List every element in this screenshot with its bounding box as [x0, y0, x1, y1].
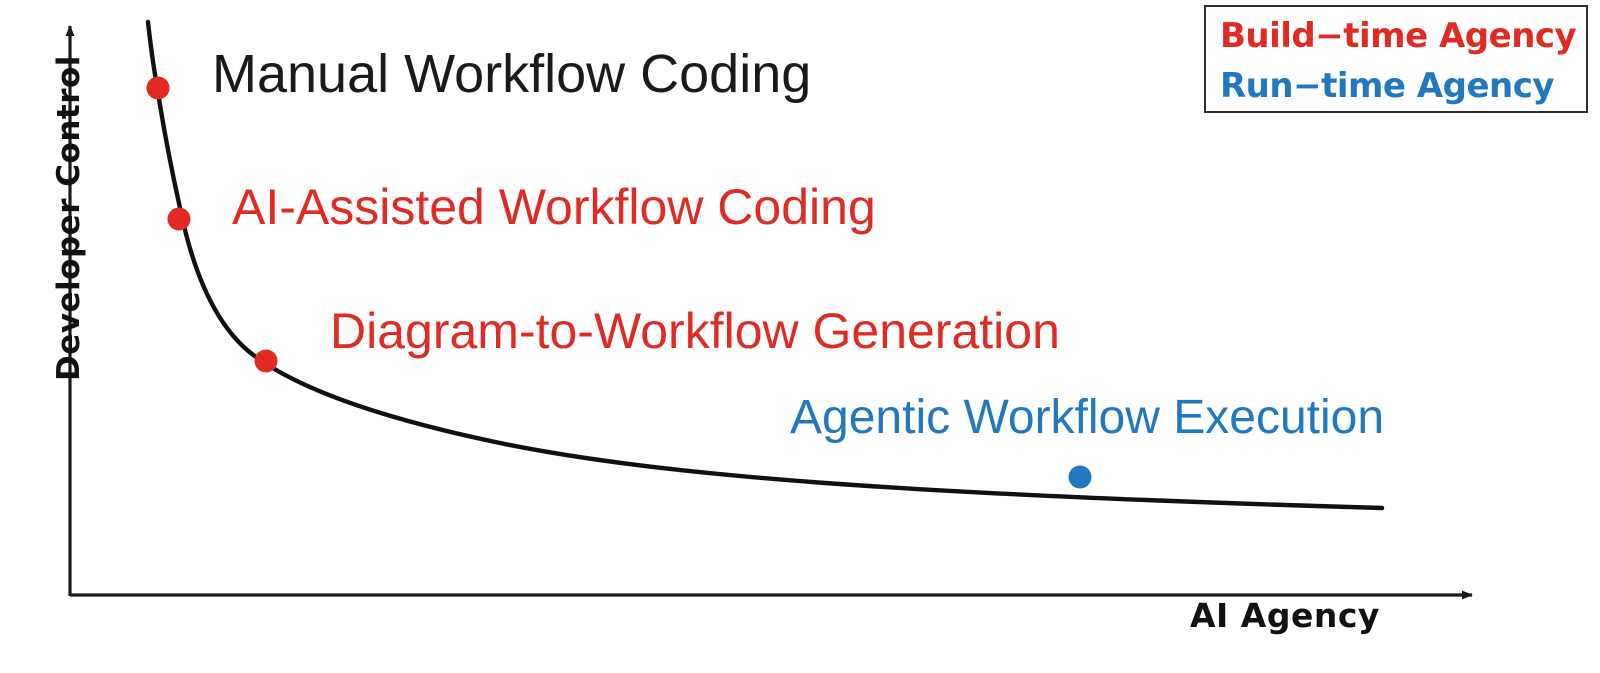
data-point-marker-agentic-workflow-execution[interactable] [1068, 465, 1092, 489]
chart-legend: Build−time Agency Run−time Agency [1204, 5, 1588, 113]
data-point-label-agentic-workflow-execution: Agentic Workflow Execution [790, 391, 1385, 444]
data-point-label-manual-workflow-coding: Manual Workflow Coding [212, 44, 812, 104]
legend-entry-run-time-agency: Run−time Agency [1220, 66, 1555, 106]
y-axis-title: Developer Control [51, 55, 87, 381]
data-point-marker-diagram-to-workflow-generation[interactable] [254, 349, 278, 373]
data-point-label-diagram-to-workflow-generation: Diagram-to-Workflow Generation [330, 303, 1060, 359]
data-point-marker-manual-workflow-coding[interactable] [146, 76, 170, 100]
tradeoff-curve [145, 19, 1385, 511]
legend-entry-build-time-agency: Build−time Agency [1220, 16, 1577, 56]
x-axis-title: AI Agency [1190, 596, 1380, 635]
data-point-label-ai-assisted-workflow-coding: AI-Assisted Workflow Coding [232, 179, 876, 235]
data-point-marker-ai-assisted-workflow-coding[interactable] [167, 207, 191, 231]
